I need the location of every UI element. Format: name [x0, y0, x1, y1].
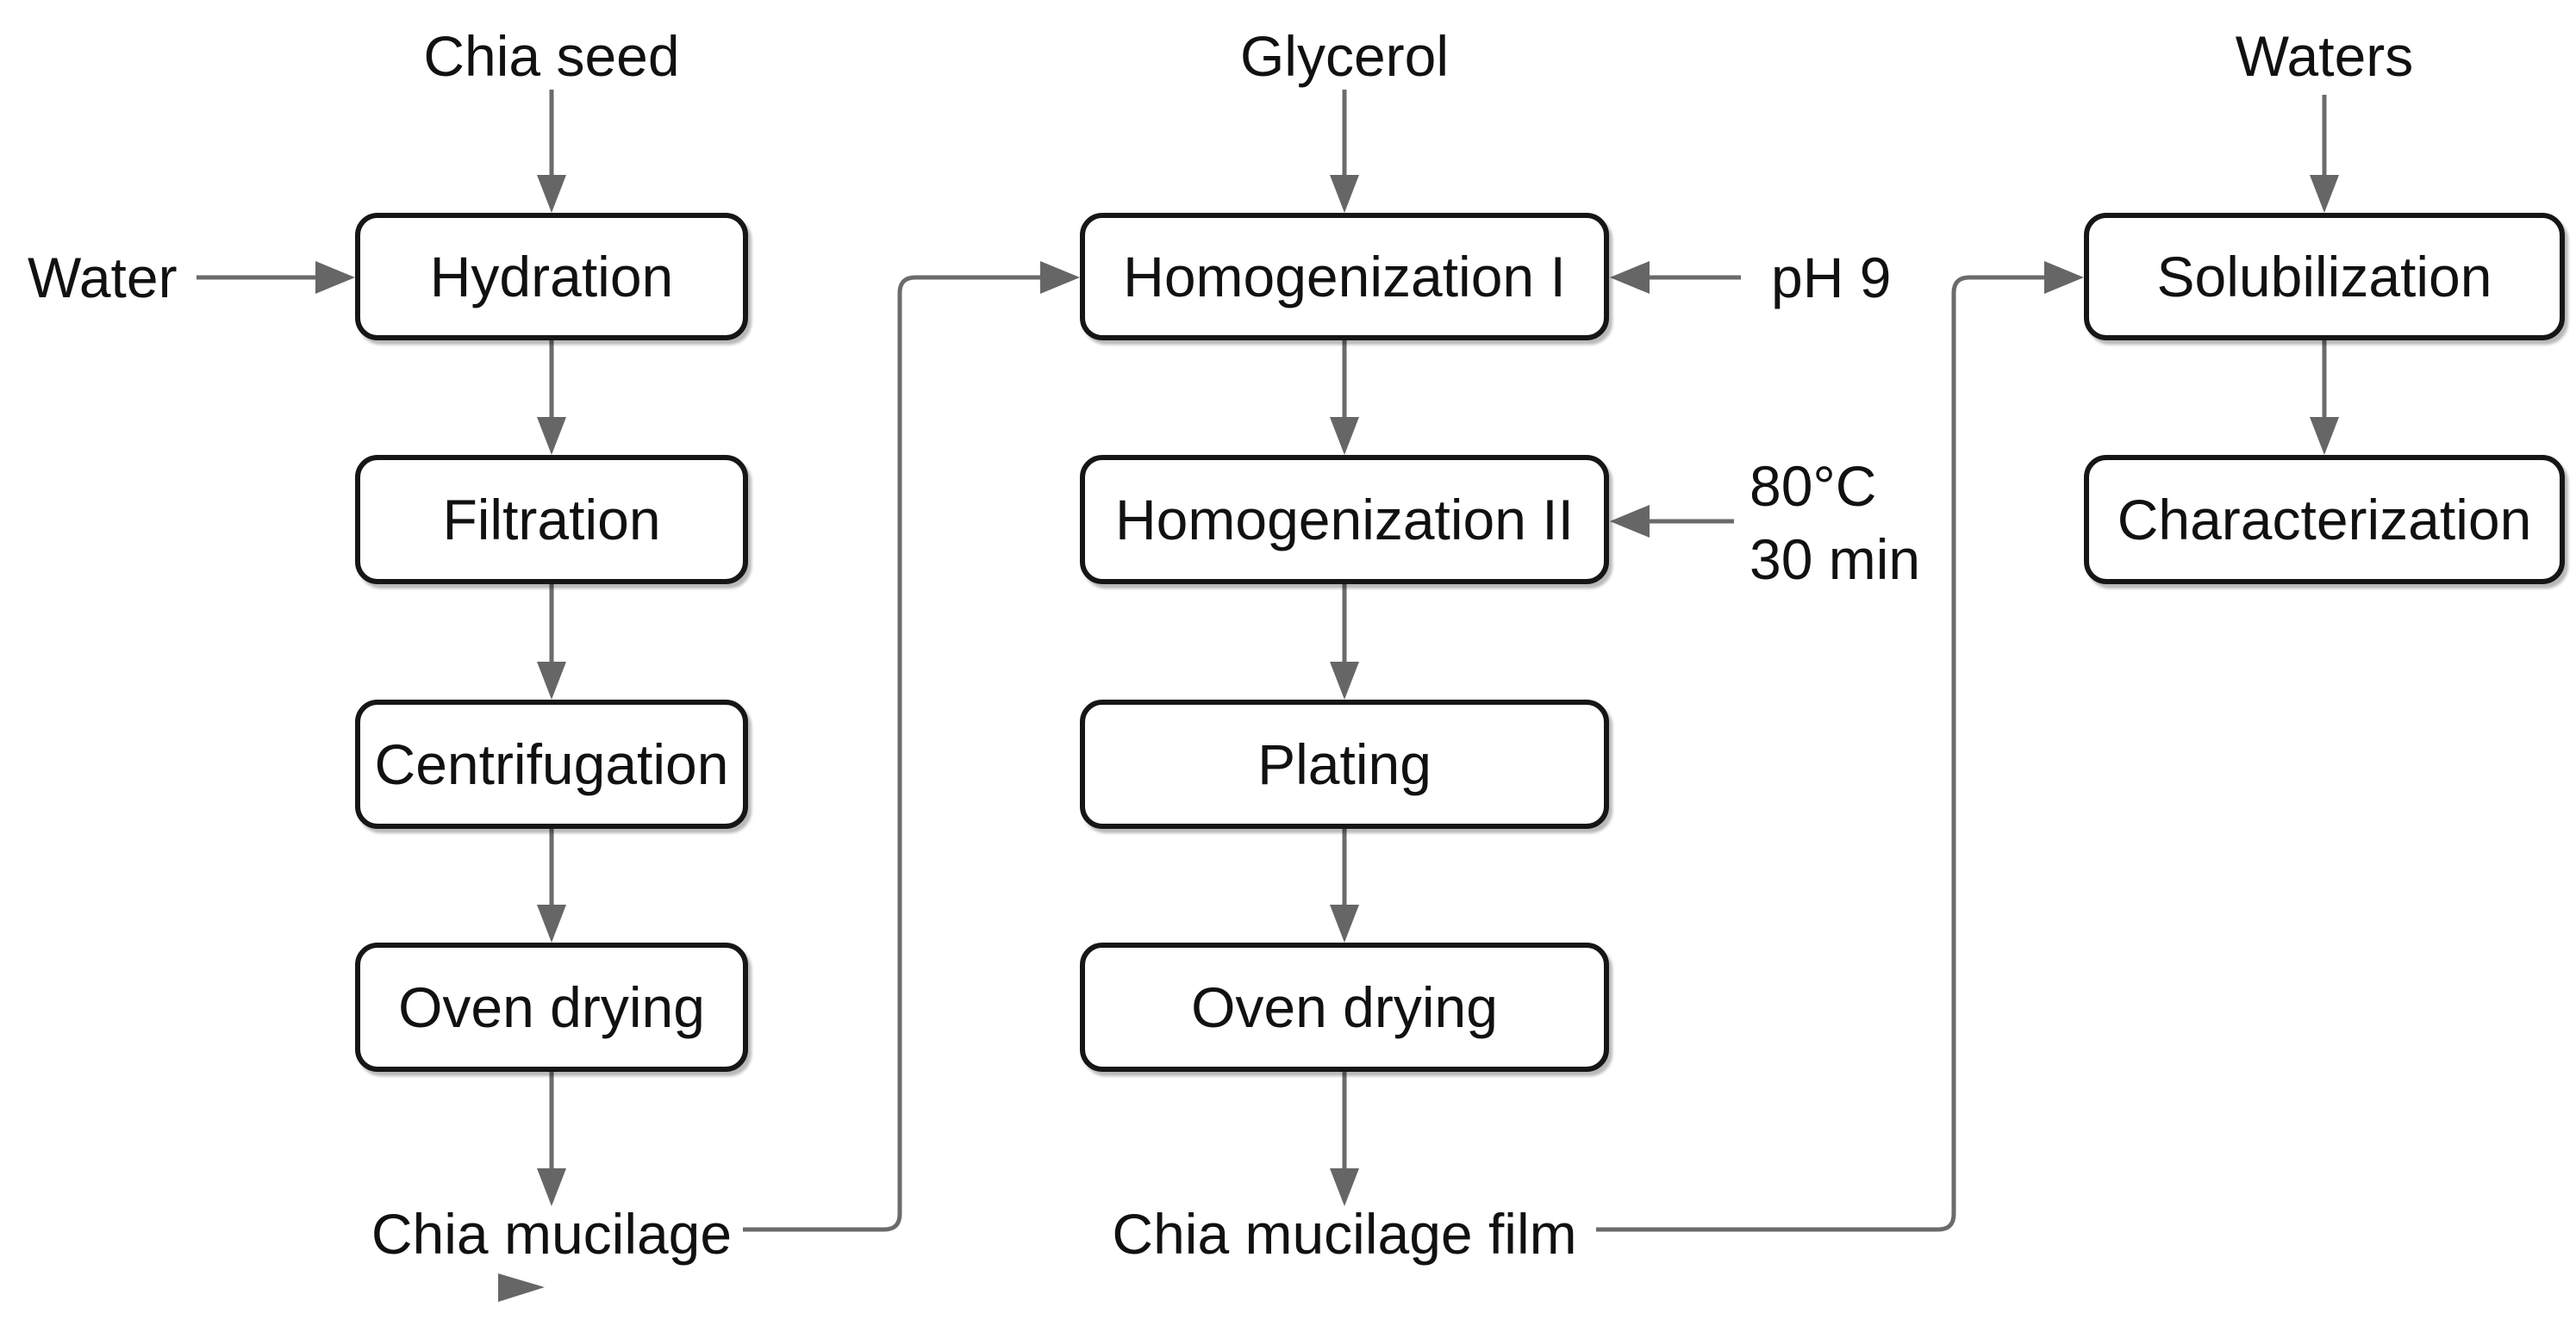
connector-chia-mucilage-to-homogenization1 [743, 261, 1080, 1232]
arrow-temp-time-to-homogenization2 [1610, 505, 1734, 538]
filtration-box: Filtration [355, 455, 748, 584]
oven-drying-box-1: Oven drying [355, 943, 748, 1072]
plating-box: Plating [1080, 700, 1609, 829]
arrow-water-to-hydration [196, 261, 355, 294]
characterization-box: Characterization [2084, 455, 2565, 584]
solubilization-box: Solubilization [2084, 213, 2565, 340]
arrow-oven-drying-to-chia-mucilage [537, 1072, 566, 1206]
arrow-chia-seed-to-hydration [537, 90, 566, 213]
time-label: 30 min [1750, 527, 1921, 591]
arrow-plating-to-oven-drying [1330, 829, 1359, 943]
arrow-waters-to-solubilization [2310, 95, 2339, 213]
arrow-centrifugation-to-oven-drying [537, 829, 566, 943]
temp-time-annotation: 80°C 30 min [1750, 450, 1920, 596]
arrow-glycerol-to-homogenization1 [1330, 90, 1359, 213]
chia-mucilage-label: Chia mucilage [371, 1202, 733, 1266]
waters-label: Waters [2235, 24, 2414, 88]
stray-right-arrowhead [498, 1273, 545, 1302]
arrow-solubilization-to-characterization [2310, 340, 2339, 455]
temperature-label: 80°C [1750, 454, 1877, 518]
centrifugation-box: Centrifugation [355, 700, 748, 829]
chia-mucilage-film-label: Chia mucilage film [1112, 1202, 1577, 1266]
oven-drying-box-2: Oven drying [1080, 943, 1609, 1072]
connector-chia-mucilage-film-to-solubilization [1596, 261, 2084, 1232]
ph9-label: pH 9 [1771, 246, 1892, 309]
hydration-box: Hydration [355, 213, 748, 340]
arrow-filtration-to-centrifugation [537, 584, 566, 700]
chia-seed-label: Chia seed [423, 24, 680, 88]
water-label: Water [28, 246, 178, 309]
homogenization2-box: Homogenization II [1080, 455, 1609, 584]
arrow-homogenization2-to-plating [1330, 584, 1359, 700]
arrow-ph9-to-homogenization1 [1610, 261, 1741, 294]
homogenization1-box: Homogenization I [1080, 213, 1609, 340]
arrow-oven-drying-to-chia-mucilage-film [1330, 1072, 1359, 1206]
arrow-hydration-to-filtration [537, 340, 566, 455]
glycerol-label: Glycerol [1239, 24, 1450, 88]
arrow-homogenization1-to-homogenization2 [1330, 340, 1359, 455]
